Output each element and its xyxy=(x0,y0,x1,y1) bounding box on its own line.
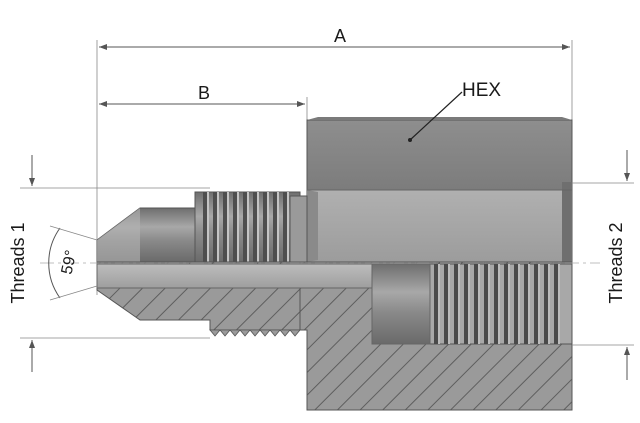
male-thread-crest xyxy=(207,192,209,262)
female-thread-groove xyxy=(524,264,528,344)
hex-label: HEX xyxy=(462,80,501,101)
female-thread-groove xyxy=(554,264,558,344)
section-thread-tooth xyxy=(209,329,221,337)
female-thread-groove xyxy=(504,264,508,344)
female-thread-crest xyxy=(538,264,540,344)
dimension-b: B xyxy=(99,83,308,190)
male-thread-crest xyxy=(227,192,229,262)
male-thread-crest xyxy=(247,192,249,262)
male-thread-groove xyxy=(213,192,217,262)
threads-1-dimension: Threads 1 xyxy=(8,155,210,372)
section-thread-tooth xyxy=(259,329,271,337)
hex-body xyxy=(306,117,573,263)
threads-2-label: Threads 2 xyxy=(606,222,626,303)
male-thread-crest xyxy=(267,192,269,262)
female-thread-crest xyxy=(518,264,520,344)
female-thread-crest xyxy=(548,264,550,344)
section-thread-tooth xyxy=(269,329,281,337)
female-thread-groove xyxy=(484,264,488,344)
female-thread-crest xyxy=(448,264,450,344)
male-thread-crest xyxy=(217,192,219,262)
male-thread-groove xyxy=(203,192,207,262)
dim-b-label: B xyxy=(198,83,210,103)
female-thread-groove xyxy=(474,264,478,344)
female-thread-crest xyxy=(458,264,460,344)
section-thread-tooth xyxy=(229,329,241,337)
section-thread-tooth xyxy=(239,329,251,337)
angle-label: 59° xyxy=(59,249,81,276)
male-thread-crest xyxy=(237,192,239,262)
female-thread-crest xyxy=(528,264,530,344)
female-thread-crest xyxy=(558,264,560,344)
female-thread-groove xyxy=(514,264,518,344)
female-thread-groove xyxy=(464,264,468,344)
female-thread-groove xyxy=(534,264,538,344)
male-thread-groove xyxy=(243,192,247,262)
female-thread-crest xyxy=(438,264,440,344)
female-thread-groove xyxy=(444,264,448,344)
male-thread-groove xyxy=(273,192,277,262)
female-thread-groove xyxy=(544,264,548,344)
male-thread-crest xyxy=(287,192,289,262)
male-thread-groove xyxy=(253,192,257,262)
male-thread-crest xyxy=(257,192,259,262)
female-thread-crest xyxy=(498,264,500,344)
male-thread-groove xyxy=(263,192,267,262)
male-thread-groove xyxy=(233,192,237,262)
section-thread-tooth xyxy=(289,329,301,337)
dim-a-label: A xyxy=(334,26,346,46)
male-thread-groove xyxy=(223,192,227,262)
female-thread-crest xyxy=(508,264,510,344)
section-thread-tooth xyxy=(279,329,291,337)
female-thread-groove xyxy=(434,264,438,344)
male-thread-end xyxy=(96,191,308,263)
threads-1-label: Threads 1 xyxy=(8,222,28,303)
female-thread-crest xyxy=(478,264,480,344)
male-thread-crest xyxy=(277,192,279,262)
section-view xyxy=(96,261,573,411)
threads-2-dimension: Threads 2 xyxy=(572,150,634,380)
female-thread-groove xyxy=(494,264,498,344)
male-thread-groove xyxy=(283,192,287,262)
section-thread-tooth xyxy=(249,329,261,337)
section-thread-tooth xyxy=(219,329,231,337)
female-thread-groove xyxy=(454,264,458,344)
female-thread-crest xyxy=(488,264,490,344)
hex-callout: HEX xyxy=(408,80,501,142)
female-thread-crest xyxy=(468,264,470,344)
angle-dimension: 59° xyxy=(48,225,98,301)
